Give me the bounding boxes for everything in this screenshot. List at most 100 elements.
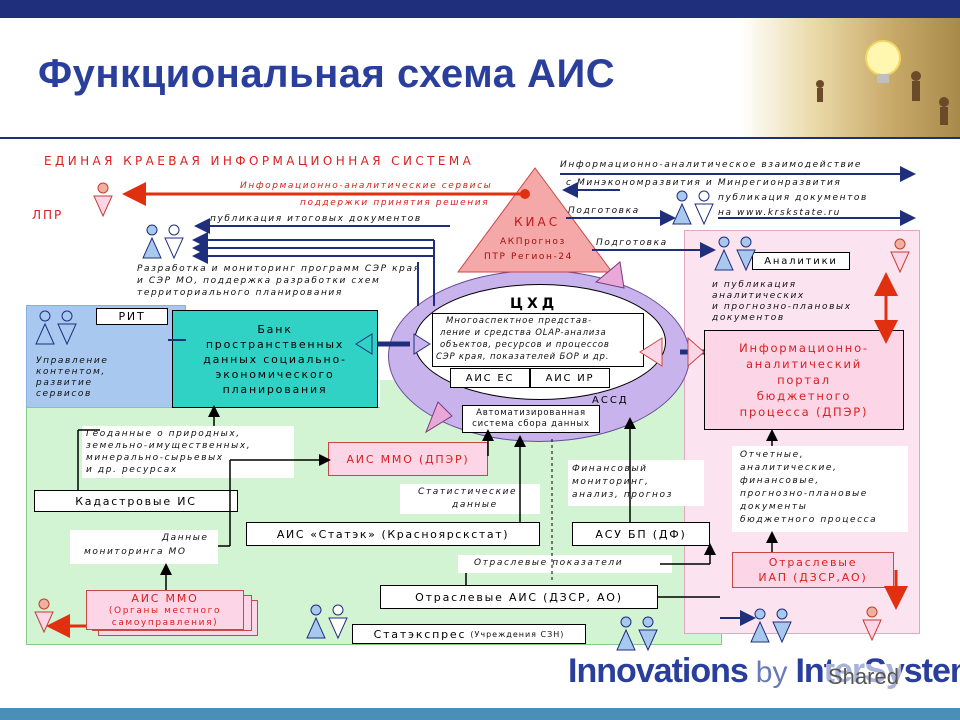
statek-box: АИС «Статэк» (Красноярскстат) [246,522,540,546]
rit-box: РИТ [96,308,168,325]
lightbulb-icon [865,40,901,83]
bank-line-1: Банк [257,322,293,336]
interaction-label-2: с Минэкономразвития и Минрегионразвития [566,178,842,188]
chd-desc-1: Многоаспектное представ- [446,316,593,326]
fin-line-3: анализ, прогноз [572,490,674,500]
ais-mmo-line-2: самоуправления) [111,617,219,628]
cadastre-box: Кадастровые ИС [34,490,238,512]
sector-iap-box: Отраслевые ИАП (ДЗСР,АО) [732,552,894,588]
info-services-label-1: Информационно-аналитические сервисы [240,181,493,191]
ais-mmo-dper-label: АИС ММО (ДПЭР) [346,452,470,466]
kias-line-2: ПТР Регион-24 [484,252,573,262]
header-divider [0,137,960,139]
rit-desc-4: сервисов [36,389,92,399]
assd-label: АССД [592,395,629,406]
chd-desc-4: СЭР края, показателей БОР и др. [436,352,610,362]
asu-bp-label: АСУ БП (ДФ) [595,527,687,541]
ais-mmo-dper-box: АИС ММО (ДПЭР) [328,442,488,476]
reports-line-3: финансовые, [740,476,820,486]
chd-desc-2: ление и средства OLAP-анализа [440,328,607,338]
analysts-label: Аналитики [764,255,838,267]
statexpress-box: Статэкспрес (Учреждения СЗН) [352,624,586,644]
bank-line-3: данных социально- [203,352,347,366]
reports-line-4: прогнозно-плановые [740,489,868,499]
interaction-label-1: Информационно-аналитическое взаимодейств… [560,160,863,170]
ais-ir-label: АИС ИР [545,372,595,384]
stat-box [400,484,540,514]
monitoring-line-1: Данные [162,533,209,543]
assd-line-2: система сбора данных [472,419,590,429]
kias-line-1: АКПрогноз [500,237,566,247]
ais-ir-box: АИС ИР [530,368,610,388]
sector-indicators-box [458,555,672,573]
sector-iap-line-1: Отраслевые [768,556,858,569]
top-bar [0,0,960,18]
prep-label-2: Подготовка [596,238,668,248]
chd-title: ЦХД [510,296,559,312]
info-services-label-2: поддержки принятия решения [300,198,490,208]
geo-line-1: Геоданные о природных, [86,429,241,439]
ais-mmo-line-1: (Органы местного [108,605,222,616]
geo-line-3: минерально-сырьевых [86,453,224,463]
geo-line-2: земельно-имущественных, [86,441,252,451]
brand-overlay: Shared [826,664,901,690]
bottom-bar [0,708,960,720]
prep-label-1: Подготовка [568,206,640,216]
statexpress-main: Статэкспрес [373,627,467,641]
sector-iap-line-2: ИАП (ДЗСР,АО) [758,571,868,584]
sector-ais-box: Отраслевые АИС (ДЗСР, АО) [380,585,658,609]
person-icon [816,71,949,125]
geo-box [82,426,294,478]
stat-line-1: Статистические [418,487,518,497]
brand-innovations: Innovations [568,652,749,690]
portal-box: Информационно- аналитический портал бюдж… [704,330,904,430]
brand-by: by [755,656,788,689]
portal-line-5: процесса (ДПЭР) [739,405,869,419]
header-illustration [740,18,960,137]
analysts-box: Аналитики [752,252,850,270]
statexpress-sub: (Учреждения СЗН) [470,629,565,639]
kias-title: КИАС [514,215,561,229]
statek-label: АИС «Статэк» (Красноярскстат) [276,527,510,541]
system-header: ЕДИНАЯ КРАЕВАЯ ИНФОРМАЦИОННАЯ СИСТЕМА [44,154,475,168]
rit-desc-2: контентом, [36,367,106,377]
slide-title: Функциональная схема АИС [38,52,616,96]
chd-desc-box [432,313,644,367]
monitoring-line-2: мониторинга МО [84,547,187,557]
dev-label-1: Разработка и мониторинг программ СЭР кра… [137,264,421,274]
fin-line-1: Финансовый [572,464,648,474]
reports-line-6: бюджетного процесса [740,515,878,525]
geo-line-4: и др. ресурсах [86,465,178,475]
rit-desc-1: Управление [36,356,109,366]
assd-box: Автоматизированная система сбора данных [462,405,600,433]
reports-line-2: аналитические, [740,463,838,473]
pub-analytics-1: и публикация [712,280,797,290]
pub-docs-label-2: на www.krskstate.ru [718,208,841,218]
portal-line-3: портал [777,373,831,387]
ais-es-label: АИС ЕС [465,372,515,384]
reports-line-5: документы [740,502,808,512]
stat-line-2: данные [452,500,498,510]
dev-label-3: территориального планирования [137,288,343,298]
ais-es-box: АИС ЕС [450,368,530,388]
pub-analytics-3: и прогнозно-плановых [712,302,852,312]
reports-line-1: Отчетные, [740,450,805,460]
bank-line-5: планирования [222,382,328,396]
portal-line-2: аналитический [745,357,863,371]
rit-label: РИТ [118,310,146,323]
bank-box: Банк пространственных данных социально- … [172,310,378,408]
pub-analytics-4: документов [712,313,785,323]
portal-line-4: бюджетного [756,389,852,403]
monitoring-box [70,530,218,564]
sector-indicators-label: Отраслевые показатели [474,558,624,568]
chd-desc-3: объектов, ресурсов и процессов [440,340,610,350]
kias-triangle [457,167,613,273]
portal-line-1: Информационно- [739,341,869,355]
cadastre-label: Кадастровые ИС [75,494,197,508]
bank-line-4: экономического [215,367,335,381]
rit-desc-3: развитие [36,378,93,388]
asu-bp-box: АСУ БП (ДФ) [572,522,710,546]
bank-line-2: пространственных [205,337,345,351]
pub-analytics-2: аналитических [712,291,805,301]
publication-results-label: публикация итоговых документов [210,214,422,224]
